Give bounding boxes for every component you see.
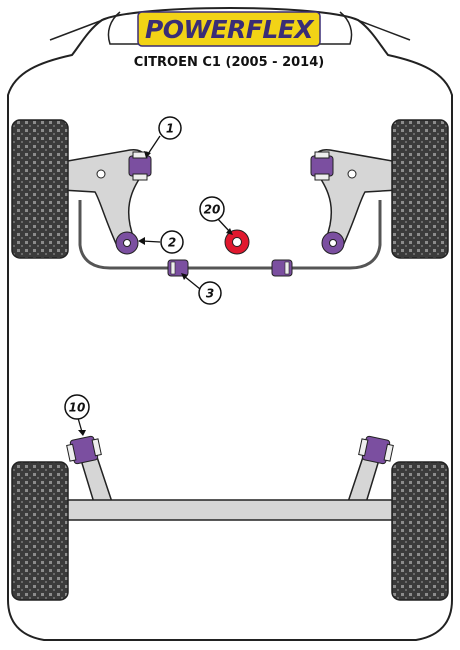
callout-1: 1 bbox=[158, 116, 182, 140]
svg-text:20: 20 bbox=[204, 203, 221, 217]
front-left-tire bbox=[11, 119, 69, 259]
model-title: CITROEN C1 (2005 - 2014) bbox=[134, 55, 324, 70]
bushing-2-right bbox=[321, 231, 345, 255]
svg-text:10: 10 bbox=[69, 401, 86, 415]
bushing-10-left bbox=[66, 435, 102, 465]
bushing-3-right bbox=[271, 259, 293, 277]
front-right-tire bbox=[391, 119, 449, 259]
rear-twist-beam bbox=[65, 499, 395, 521]
powerflex-logo: POWERFLEX bbox=[137, 11, 321, 47]
svg-text:POWERFLEX: POWERFLEX bbox=[145, 15, 315, 44]
svg-text:1: 1 bbox=[166, 122, 174, 136]
svg-text:3: 3 bbox=[206, 287, 214, 301]
callout-2: 2 bbox=[160, 230, 184, 254]
bushing-3-left bbox=[167, 259, 189, 277]
bushing-10-right bbox=[358, 435, 394, 465]
svg-text:2: 2 bbox=[168, 236, 176, 250]
bushing-20 bbox=[224, 229, 250, 255]
callout-3: 3 bbox=[198, 281, 222, 305]
rear-left-tire bbox=[11, 461, 69, 601]
callout-20: 20 bbox=[199, 196, 225, 222]
callout-10: 10 bbox=[64, 394, 90, 420]
bushing-1-right bbox=[310, 151, 334, 181]
car-body-outline bbox=[7, 6, 453, 641]
front-anti-roll-bar bbox=[78, 200, 382, 270]
bushing-2-left bbox=[115, 231, 139, 255]
rear-right-tire bbox=[391, 461, 449, 601]
